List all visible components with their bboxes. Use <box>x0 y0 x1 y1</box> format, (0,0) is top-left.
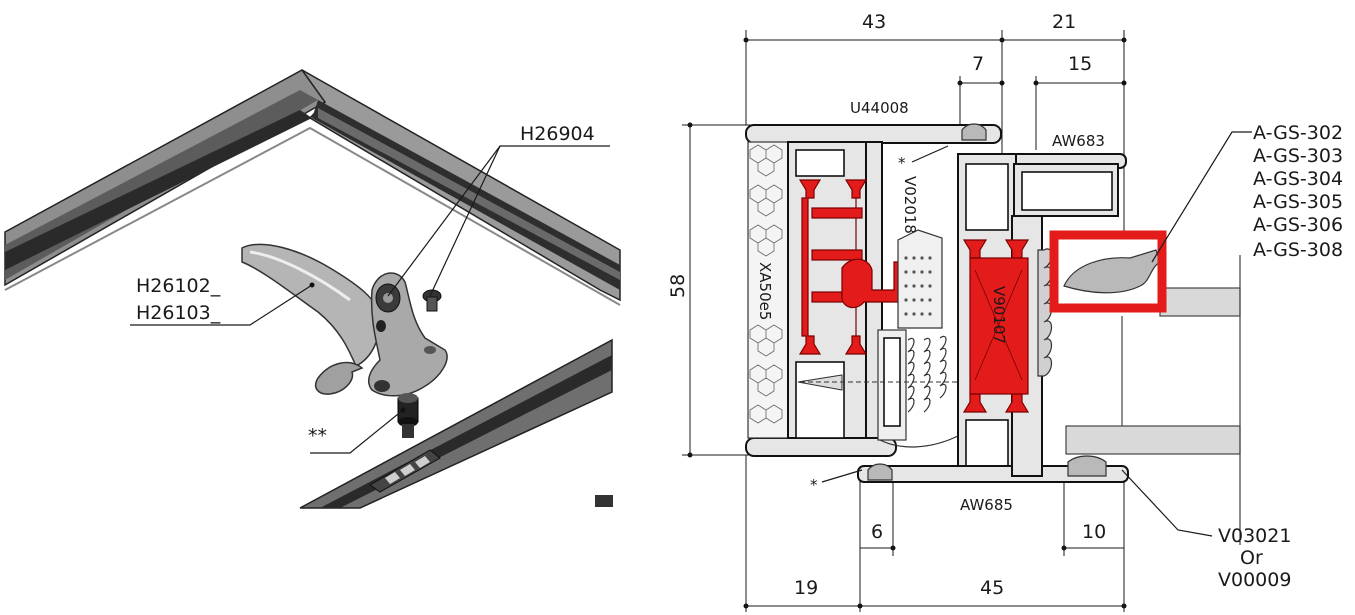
dim-10: 10 <box>1082 521 1106 543</box>
label-h26103: H26103_ <box>136 302 221 324</box>
label-u44008: U44008 <box>850 99 909 117</box>
gasket-code: A-GS-302 <box>1253 122 1343 144</box>
asterisk-bottom: * <box>810 476 818 494</box>
gasket-code: A-GS-305 <box>1253 191 1343 213</box>
label-v00009: V00009 <box>1218 569 1291 591</box>
label-xa50e5: XA50e5 <box>756 262 774 320</box>
right-leader-lines <box>821 131 1252 537</box>
dim-58: 58 <box>667 274 689 298</box>
asterisk-top: * <box>898 154 906 172</box>
label-spindle: ** <box>308 425 327 447</box>
centre-gasket <box>879 335 961 448</box>
dim-43: 43 <box>862 11 886 33</box>
gasket-code: A-GS-308 <box>1253 239 1343 261</box>
dim-15: 15 <box>1068 53 1092 75</box>
label-h26904: H26904 <box>520 123 595 145</box>
label-h26102: H26102_ <box>136 275 221 297</box>
left-leader-lines <box>130 145 610 454</box>
glazing-bead-gasket <box>1037 248 1053 377</box>
gasket-v02018 <box>897 229 943 329</box>
window-corner-3d-view <box>4 69 621 509</box>
label-v90107: V90107 <box>990 286 1008 344</box>
dim-7: 7 <box>972 53 984 75</box>
glazing-unit <box>1063 249 1241 455</box>
label-aw683: AW683 <box>1052 132 1105 150</box>
gasket-code-list: A-GS-302 A-GS-303 A-GS-304 A-GS-305 A-GS… <box>1253 122 1343 261</box>
frame-profile <box>745 124 1010 457</box>
spindle-part <box>397 393 419 438</box>
label-or: Or <box>1240 547 1263 569</box>
thermal-strip-sash <box>962 239 1030 413</box>
gasket-code: A-GS-303 <box>1253 145 1343 167</box>
dim-21: 21 <box>1052 11 1076 33</box>
dim-19: 19 <box>794 577 818 599</box>
screw-part <box>422 289 442 312</box>
dim-6: 6 <box>871 521 883 543</box>
gasket-code: A-GS-304 <box>1253 168 1343 190</box>
handle-assembly <box>241 243 448 438</box>
label-v02018: V02018 <box>901 176 919 234</box>
highlight-box <box>1049 230 1167 313</box>
dim-45: 45 <box>980 577 1004 599</box>
gasket-code: A-GS-306 <box>1253 214 1343 236</box>
label-v03021: V03021 <box>1218 525 1291 547</box>
label-aw685: AW685 <box>960 496 1013 514</box>
